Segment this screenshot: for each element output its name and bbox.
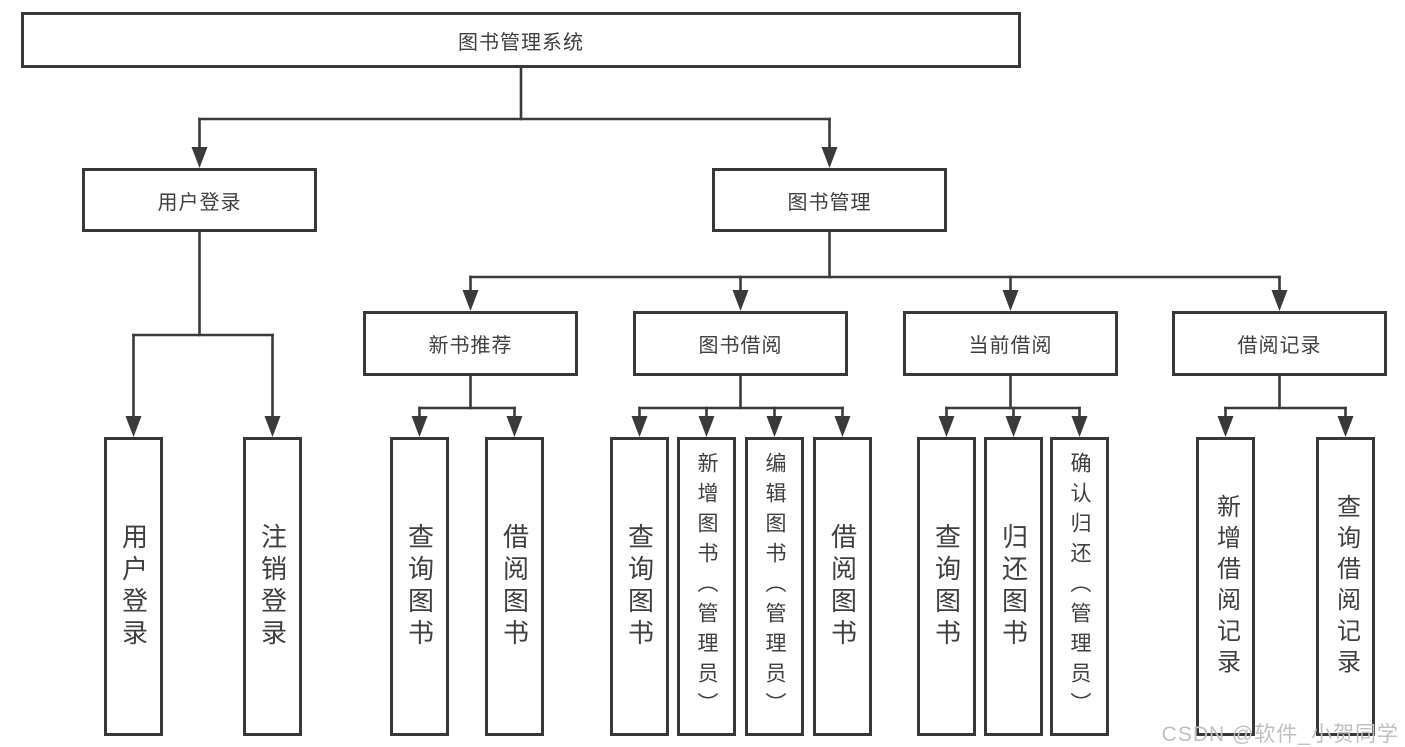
- leaf-query-books-recommend: 查询图书: [390, 437, 449, 736]
- leaf-add-books-admin: 新增图书（管理员）: [677, 437, 736, 736]
- watermark: CSDN @软件_小贺同学: [1161, 723, 1399, 746]
- node-borrowing-records: 借阅记录: [1172, 311, 1387, 376]
- leaf-borrow-books-recommend: 借阅图书: [485, 437, 544, 736]
- node-root: 图书管理系统: [21, 12, 1021, 68]
- leaf-logout: 注销登录: [243, 437, 302, 736]
- leaf-confirm-return-admin: 确认归还（管理员）: [1050, 437, 1109, 736]
- leaf-user-login: 用户登录: [104, 437, 163, 736]
- node-current-borrowing: 当前借阅: [903, 311, 1118, 376]
- leaf-edit-books-admin: 编辑图书（管理员）: [745, 437, 804, 736]
- leaf-borrow-books: 借阅图书: [813, 437, 872, 736]
- node-book-management: 图书管理: [712, 168, 947, 232]
- node-user-login: 用户登录: [82, 168, 317, 232]
- node-new-book-recommendation: 新书推荐: [363, 311, 578, 376]
- leaf-return-books: 归还图书: [984, 437, 1043, 736]
- node-book-borrowing: 图书借阅: [633, 311, 848, 376]
- leaf-query-books-borrow: 查询图书: [610, 437, 669, 736]
- leaf-query-books-current: 查询图书: [917, 437, 976, 736]
- leaf-add-borrow-record: 新增借阅记录: [1196, 437, 1255, 736]
- leaf-query-borrow-record: 查询借阅记录: [1316, 437, 1375, 736]
